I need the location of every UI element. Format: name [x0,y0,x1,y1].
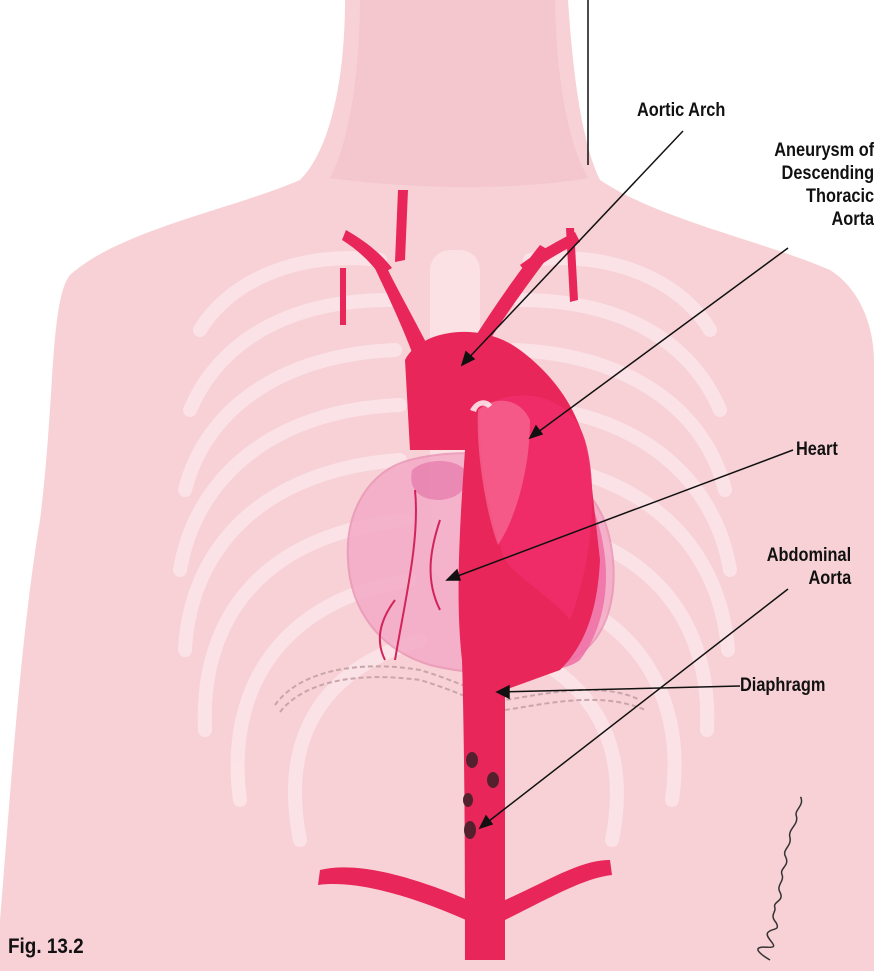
label-aortic-arch-text: Aortic Arch [637,99,725,122]
label-aortic-arch: Aortic Arch [637,99,725,122]
label-heart: Heart [796,438,838,461]
label-aneurysm-line-3: Thoracic [774,185,874,208]
label-aneurysm-line-2: Descending [774,162,874,185]
label-diaphragm: Diaphragm [740,674,825,697]
label-abdominal-aorta-line-2: Aorta [767,567,851,590]
figure-caption: Fig. 13.2 [8,935,84,959]
label-abdominal-aorta-line-1: Abdominal [767,544,851,567]
label-heart-text: Heart [796,438,838,461]
label-aneurysm-line-4: Aorta [774,208,874,231]
label-abdominal-aorta: Abdominal Aorta [767,544,851,590]
label-diaphragm-text: Diaphragm [740,674,825,697]
vessel-fragment-left [340,268,346,325]
neck-shadow [330,0,588,187]
label-aneurysm-line-1: Aneurysm of [774,139,874,162]
label-aneurysm: Aneurysm of Descending Thoracic Aorta [774,139,874,231]
